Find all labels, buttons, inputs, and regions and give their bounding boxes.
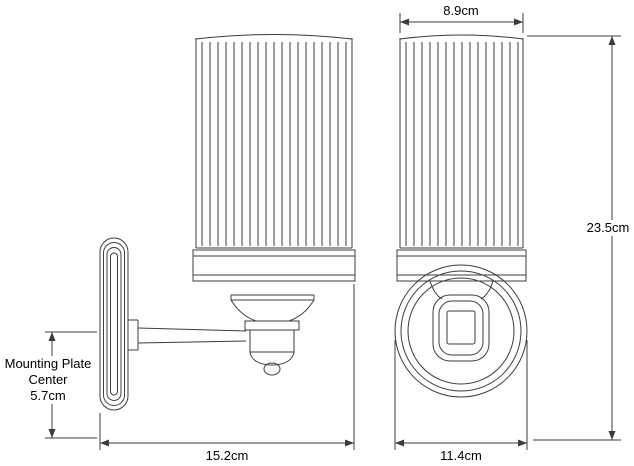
candle-cup-side xyxy=(230,294,315,376)
shade-diameter-label: 8.9cm xyxy=(443,3,479,18)
dimension-backplate-diameter xyxy=(394,340,528,450)
backplate-front xyxy=(394,264,528,398)
mounting-plate-center-label: Mounting Plate Center 5.7cm xyxy=(2,356,94,404)
band-side xyxy=(192,249,356,282)
shade-side xyxy=(195,34,353,249)
mounting-plate-center-text: Mounting Plate Center xyxy=(4,356,92,387)
backplate-diameter-label: 11.4cm xyxy=(440,448,482,463)
dimension-overall-height xyxy=(527,35,621,441)
mounting-plate-side xyxy=(99,237,129,411)
overall-height-label: 23.5cm xyxy=(578,220,634,236)
shade-front xyxy=(399,34,524,249)
socket-front xyxy=(429,280,494,362)
dimension-projection xyxy=(99,284,355,450)
dimension-shade-diameter xyxy=(399,13,524,33)
shade-side-ribs xyxy=(201,42,347,246)
projection-label: 15.2cm xyxy=(205,448,249,463)
shade-front-ribs xyxy=(405,42,519,246)
arm-side xyxy=(128,319,247,351)
band-front xyxy=(396,249,527,282)
mounting-plate-center-value: 5.7cm xyxy=(30,388,66,403)
